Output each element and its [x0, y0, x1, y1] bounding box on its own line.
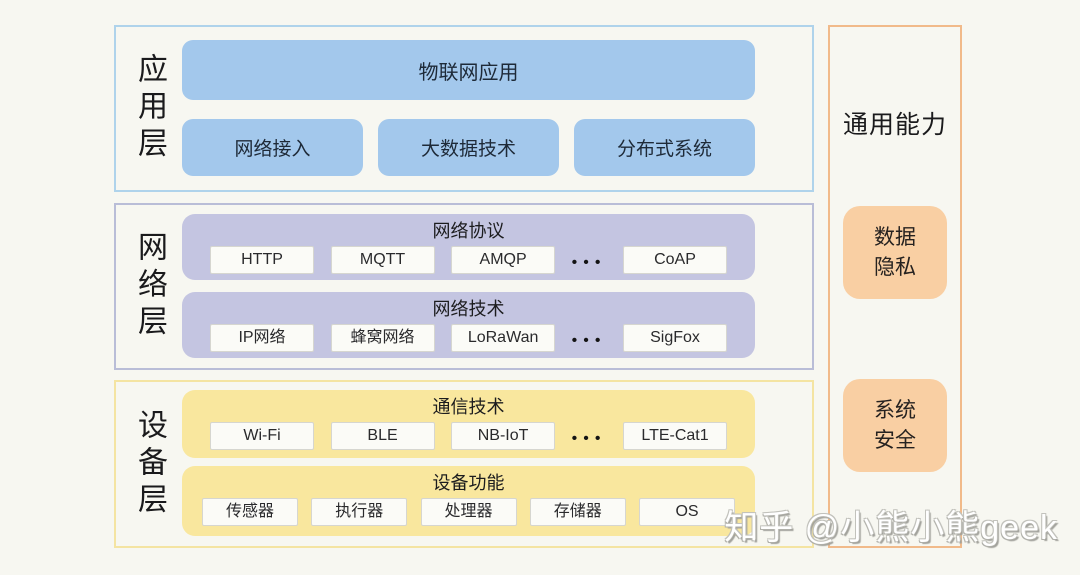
- application-box-row: 网络接入 大数据技术 分布式系统: [182, 119, 755, 176]
- chip-cellular-network: 蜂窝网络: [330, 324, 435, 352]
- group-network-protocol-title: 网络协议: [432, 221, 505, 241]
- group-network-protocol: 网络协议 HTTP MQTT AMQP ••• CoAP: [182, 214, 755, 280]
- layer-network-content: 网络协议 HTTP MQTT AMQP ••• CoAP 网络技术 IP网络 蜂…: [182, 205, 755, 368]
- chip-processor: 处理器: [420, 498, 517, 526]
- layer-device: 设备层 通信技术 Wi-Fi BLE NB-IoT ••• LTE-Cat1 设…: [114, 380, 814, 548]
- layer-network-label-text: 网络层: [133, 231, 166, 342]
- chip-coap: CoAP: [623, 246, 727, 274]
- chip-lorawan: LoRaWan: [451, 324, 556, 352]
- chip-mqtt: MQTT: [330, 246, 435, 274]
- layer-application-label-text: 应用层: [133, 53, 166, 164]
- network-protocol-chip-row: HTTP MQTT AMQP ••• CoAP: [182, 243, 755, 275]
- chip-os: OS: [639, 498, 735, 526]
- chip-sensor: 传感器: [202, 498, 298, 526]
- box-big-data-technology: 大数据技术: [378, 119, 559, 176]
- group-device-function-title: 设备功能: [432, 473, 505, 493]
- layer-application: 应用层 物联网应用 网络接入 大数据技术 分布式系统: [114, 25, 814, 192]
- communication-technology-chip-row: Wi-Fi BLE NB-IoT ••• LTE-Cat1: [182, 419, 755, 451]
- layer-application-label: 应用层: [116, 27, 182, 190]
- box-iot-application: 物联网应用: [182, 40, 755, 100]
- chip-amqp: AMQP: [451, 246, 556, 274]
- group-communication-technology-title: 通信技术: [432, 397, 505, 417]
- layer-device-content: 通信技术 Wi-Fi BLE NB-IoT ••• LTE-Cat1 设备功能 …: [182, 382, 755, 546]
- chip-lte-cat1: LTE-Cat1: [623, 422, 727, 450]
- network-technology-chip-row: IP网络 蜂窝网络 LoRaWan ••• SigFox: [182, 321, 755, 353]
- layer-device-label-text: 设备层: [133, 408, 166, 520]
- ellipsis-dots: •••: [571, 430, 607, 447]
- common-capabilities-title: 通用能力: [842, 111, 947, 139]
- group-device-function: 设备功能 传感器 执行器 处理器 存储器 OS: [182, 466, 755, 536]
- group-network-technology-title: 网络技术: [432, 299, 505, 319]
- ellipsis-dots: •••: [571, 332, 607, 349]
- chip-nb-iot: NB-IoT: [451, 422, 556, 450]
- layer-network-label: 网络层: [116, 205, 182, 368]
- capability-data-privacy: 数据 隐私: [843, 206, 947, 299]
- box-network-access: 网络接入: [182, 119, 363, 176]
- chip-ip-network: IP网络: [210, 324, 314, 352]
- chip-sigfox: SigFox: [623, 324, 727, 352]
- device-function-chip-row: 传感器 执行器 处理器 存储器 OS: [182, 495, 755, 527]
- chip-wifi: Wi-Fi: [210, 422, 314, 450]
- box-distributed-system: 分布式系统: [574, 119, 755, 176]
- layer-device-label: 设备层: [116, 382, 182, 546]
- layer-network: 网络层 网络协议 HTTP MQTT AMQP ••• CoAP 网络技术 IP…: [114, 203, 814, 370]
- layer-application-content: 物联网应用 网络接入 大数据技术 分布式系统: [182, 27, 755, 190]
- ellipsis-dots: •••: [571, 254, 607, 271]
- group-network-technology: 网络技术 IP网络 蜂窝网络 LoRaWan ••• SigFox: [182, 292, 755, 358]
- chip-storage: 存储器: [529, 498, 626, 526]
- capability-system-security: 系统 安全: [843, 379, 947, 472]
- group-communication-technology: 通信技术 Wi-Fi BLE NB-IoT ••• LTE-Cat1: [182, 390, 755, 458]
- chip-ble: BLE: [330, 422, 435, 450]
- chip-actuator: 执行器: [311, 498, 408, 526]
- common-capabilities-panel: 通用能力 数据 隐私 系统 安全: [828, 25, 962, 548]
- chip-http: HTTP: [210, 246, 314, 274]
- zhihu-author-watermark: 知乎 @小熊小熊geek: [724, 509, 1058, 547]
